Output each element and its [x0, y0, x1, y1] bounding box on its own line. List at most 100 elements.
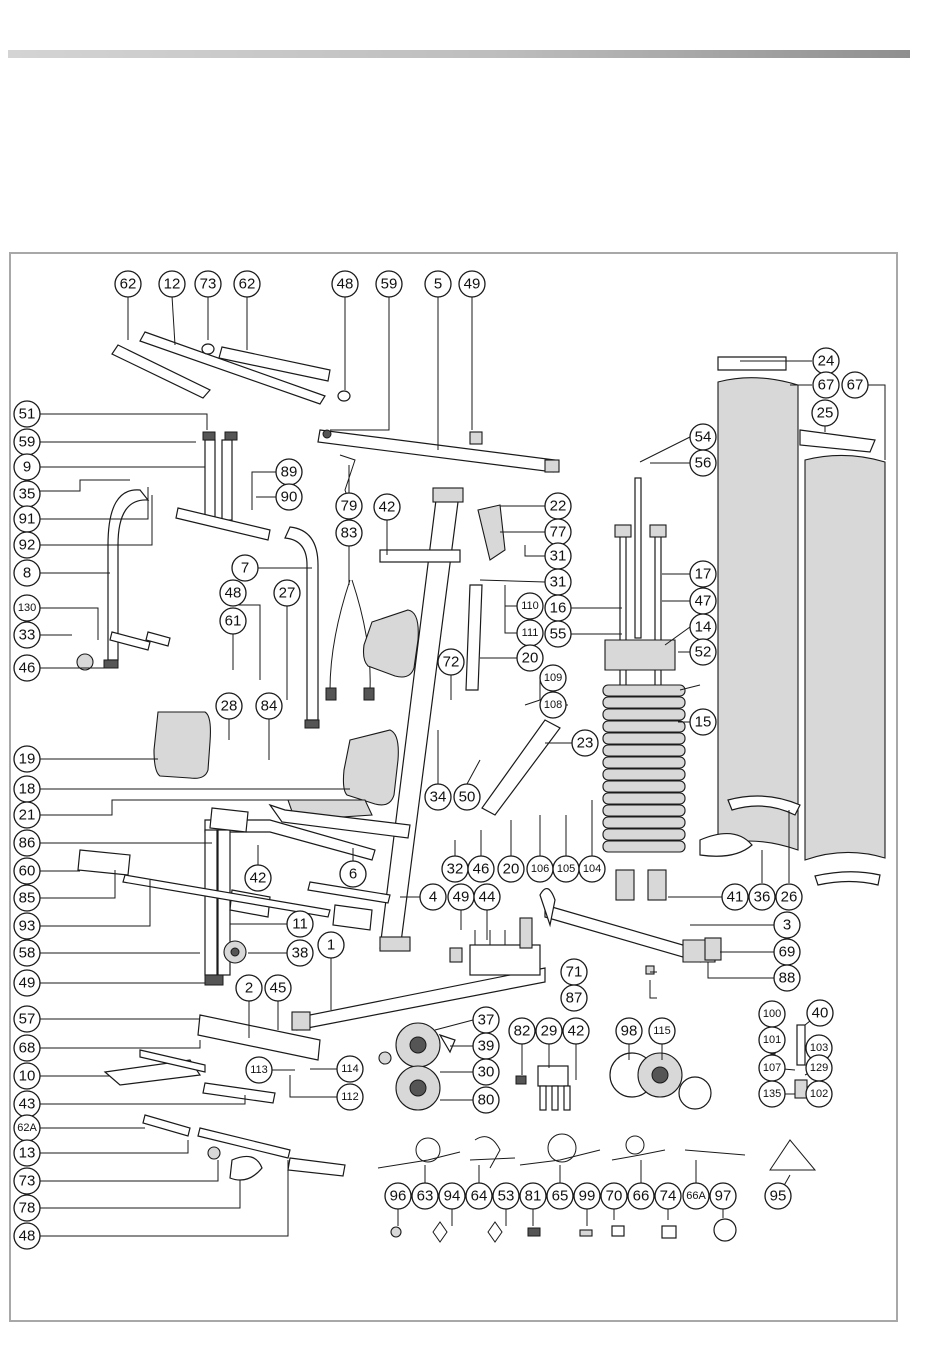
callout-41: 41 [721, 883, 749, 911]
svg-text:50: 50 [459, 789, 476, 806]
callout-7: 7 [231, 554, 259, 582]
callout-108: 108 [539, 691, 567, 719]
callout-100: 100 [758, 1000, 786, 1028]
svg-text:23: 23 [577, 735, 594, 752]
callout-96: 96 [384, 1182, 412, 1210]
svg-text:97: 97 [715, 1188, 732, 1205]
svg-text:62A: 62A [17, 1122, 37, 1134]
callout-33: 33 [13, 621, 41, 649]
svg-text:21: 21 [19, 807, 36, 824]
svg-text:31: 31 [550, 548, 567, 565]
svg-text:85: 85 [19, 890, 36, 907]
weight-shrouds [699, 356, 886, 886]
callout-58: 58 [13, 939, 41, 967]
weight-plate [602, 840, 686, 853]
svg-text:51: 51 [19, 406, 36, 423]
callout-59: 59 [375, 270, 403, 298]
callout-29: 29 [535, 1017, 563, 1045]
svg-text:71: 71 [566, 964, 583, 981]
top-foam-tubes [111, 331, 351, 405]
svg-text:63: 63 [417, 1188, 434, 1205]
svg-text:114: 114 [341, 1063, 359, 1075]
svg-text:30: 30 [478, 1064, 495, 1081]
callout-65: 65 [546, 1182, 574, 1210]
weight-plate [602, 756, 686, 769]
svg-text:95: 95 [770, 1188, 787, 1205]
svg-text:58: 58 [19, 945, 36, 962]
callout-44: 44 [473, 883, 501, 911]
callout-35: 35 [13, 480, 41, 508]
svg-text:25: 25 [817, 405, 834, 422]
svg-text:5: 5 [434, 276, 442, 293]
callout-15: 15 [689, 708, 717, 736]
callout-88: 88 [773, 964, 801, 992]
top-beam [317, 429, 560, 506]
callout-68: 68 [13, 1034, 41, 1062]
callout-101: 101 [758, 1026, 786, 1054]
callout-14: 14 [689, 613, 717, 641]
callout-18: 18 [13, 775, 41, 803]
weight-plate [602, 792, 686, 805]
left-frame [77, 807, 391, 986]
callout-99: 99 [573, 1182, 601, 1210]
weight-plate [602, 720, 686, 733]
svg-text:57: 57 [19, 1011, 36, 1028]
svg-text:66: 66 [633, 1188, 650, 1205]
callout-92: 92 [13, 531, 41, 559]
callout-20: 20 [516, 644, 544, 672]
svg-text:72: 72 [443, 654, 460, 671]
callout-49: 49 [447, 883, 475, 911]
svg-text:73: 73 [19, 1173, 36, 1190]
callout-49: 49 [458, 270, 486, 298]
svg-text:129: 129 [810, 1062, 828, 1074]
callout-38: 38 [286, 939, 314, 967]
svg-text:66A: 66A [686, 1190, 706, 1202]
svg-text:52: 52 [695, 644, 712, 661]
svg-text:43: 43 [19, 1096, 36, 1113]
callout-74: 74 [654, 1182, 682, 1210]
callout-13: 13 [13, 1139, 41, 1167]
svg-text:79: 79 [341, 498, 358, 515]
accessories [377, 1133, 817, 1243]
svg-text:20: 20 [522, 650, 539, 667]
svg-text:78: 78 [19, 1200, 36, 1217]
callout-48: 48 [13, 1222, 41, 1250]
svg-text:17: 17 [695, 566, 712, 583]
callout-62: 62 [233, 270, 261, 298]
callout-46: 46 [13, 654, 41, 682]
svg-text:112: 112 [341, 1091, 359, 1103]
svg-text:10: 10 [19, 1068, 36, 1085]
callout-84: 84 [255, 692, 283, 720]
callout-110: 110 [516, 592, 544, 620]
svg-text:59: 59 [381, 276, 398, 293]
callout-8: 8 [13, 559, 41, 587]
leader-lines [40, 295, 886, 1237]
callout-56: 56 [689, 449, 717, 477]
callout-85: 85 [13, 884, 41, 912]
svg-text:108: 108 [544, 699, 562, 711]
svg-text:12: 12 [164, 276, 181, 293]
callout-59: 59 [13, 428, 41, 456]
callout-61: 61 [219, 607, 247, 635]
svg-text:60: 60 [19, 863, 36, 880]
weight-stack [602, 477, 701, 901]
svg-text:93: 93 [19, 918, 36, 935]
svg-text:110: 110 [521, 600, 539, 612]
svg-text:53: 53 [498, 1188, 515, 1205]
callout-50: 50 [453, 783, 481, 811]
svg-text:28: 28 [221, 698, 238, 715]
svg-text:101: 101 [763, 1034, 781, 1046]
back-pads [153, 609, 419, 806]
svg-text:18: 18 [19, 781, 36, 798]
callout-86: 86 [13, 829, 41, 857]
callout-19: 19 [13, 745, 41, 773]
svg-text:135: 135 [763, 1088, 781, 1100]
svg-text:59: 59 [19, 434, 36, 451]
weight-plate [602, 816, 686, 829]
svg-text:89: 89 [281, 464, 298, 481]
callout-109: 109 [539, 664, 567, 692]
callout-47: 47 [689, 587, 717, 615]
callout-53: 53 [492, 1182, 520, 1210]
callout-27: 27 [273, 579, 301, 607]
callout-25: 25 [811, 399, 839, 427]
